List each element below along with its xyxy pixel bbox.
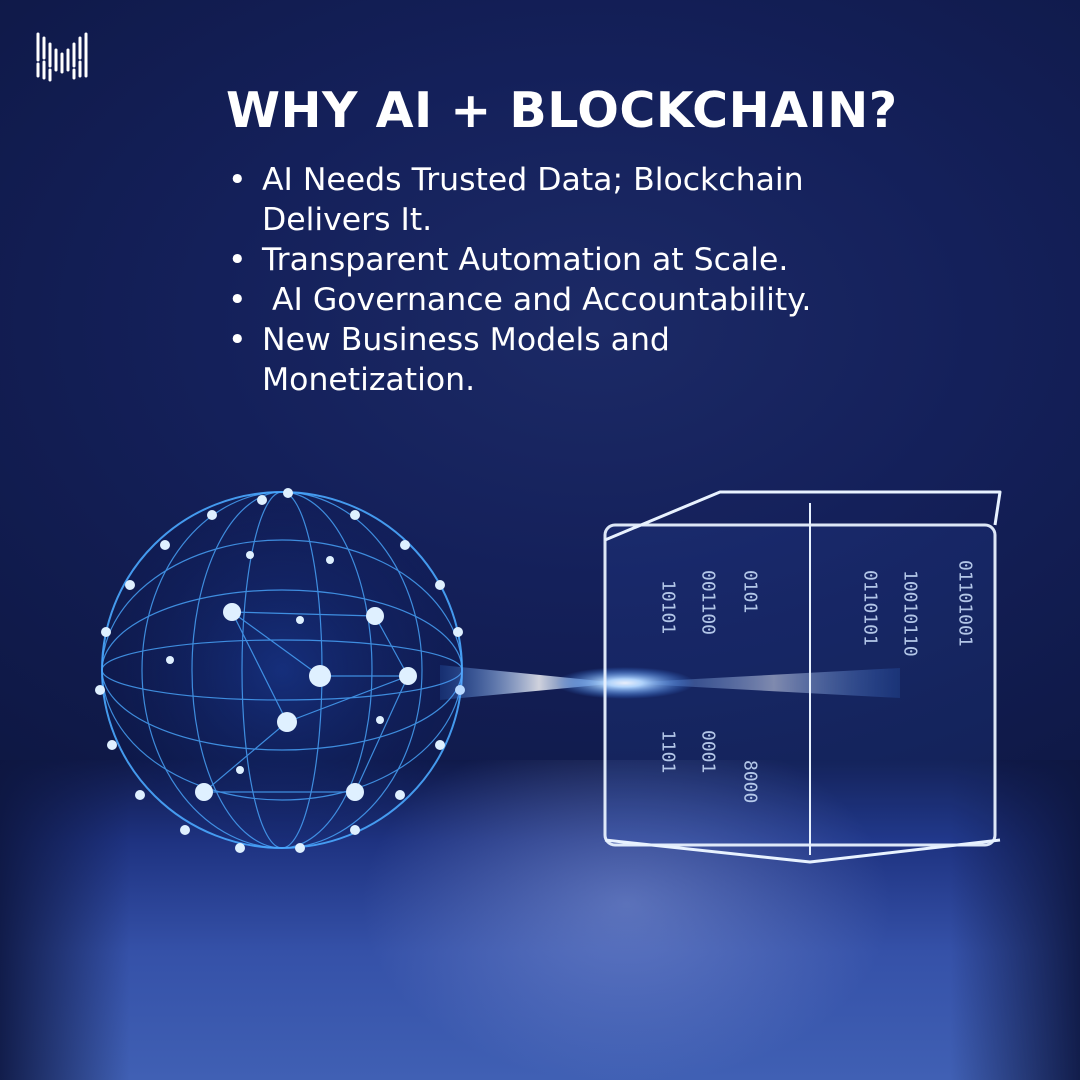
- ai-blockchain-illustration: 10101 001100 0101 0110101 10010110 01101…: [95, 488, 1002, 864]
- svg-text:001100: 001100: [698, 570, 719, 635]
- svg-text:0101: 0101: [740, 570, 761, 613]
- svg-text:1101: 1101: [658, 730, 679, 773]
- benefit-item: AI Governance and Accountability.: [228, 280, 868, 320]
- neural-network-sphere-icon: [95, 488, 465, 853]
- glass-data-cube-icon: 10101 001100 0101 0110101 10010110 01101…: [603, 490, 1002, 864]
- svg-text:0110101: 0110101: [860, 570, 881, 646]
- benefit-item: New Business Models and Monetization.: [228, 320, 868, 400]
- svg-text:10010110: 10010110: [900, 570, 921, 657]
- page-title: WHY AI + BLOCKCHAIN?: [226, 82, 898, 139]
- brand-logo-icon: [36, 32, 88, 82]
- benefit-item: AI Needs Trusted Data; Blockchain Delive…: [228, 160, 868, 240]
- benefit-item: Transparent Automation at Scale.: [228, 240, 868, 280]
- svg-text:10101: 10101: [658, 580, 679, 634]
- benefits-list: AI Needs Trusted Data; Blockchain Delive…: [228, 160, 868, 400]
- light-beam-icon: [440, 665, 900, 700]
- svg-text:01101001: 01101001: [955, 560, 976, 647]
- svg-text:8000: 8000: [740, 760, 761, 803]
- svg-text:0001: 0001: [698, 730, 719, 773]
